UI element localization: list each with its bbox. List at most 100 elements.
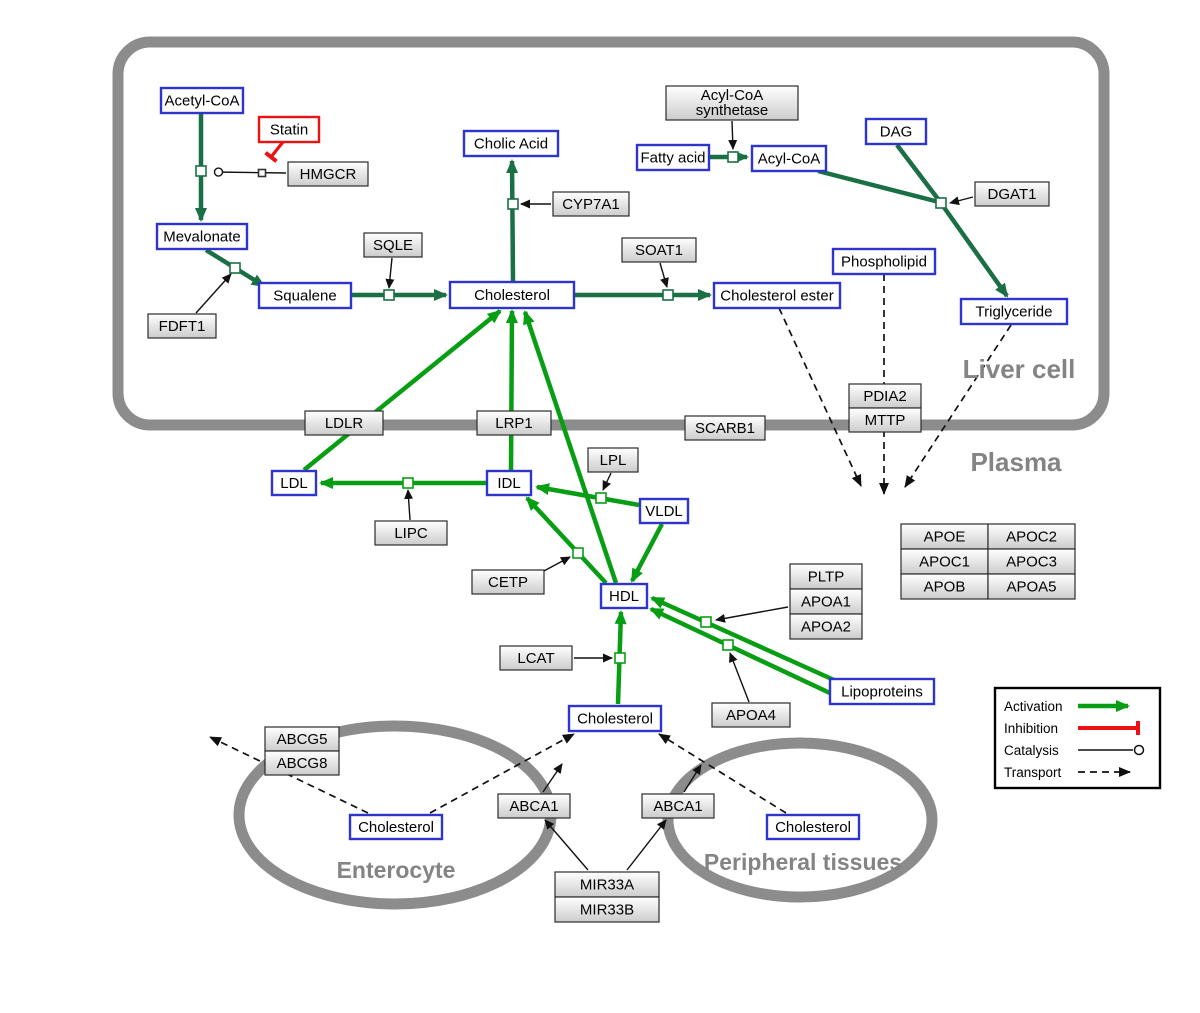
node-label: CETP: [488, 574, 528, 591]
enterocyte-label: Enterocyte: [337, 857, 456, 883]
edge-catalysis: [626, 819, 667, 871]
node-dag[interactable]: DAG: [864, 117, 928, 146]
reaction-node: [402, 477, 414, 489]
node-label: VLDL: [645, 503, 683, 520]
node-box: [257, 115, 321, 144]
node-hdl[interactable]: HDL: [599, 582, 649, 610]
node-box: [848, 407, 922, 433]
node-box: [712, 281, 842, 310]
node-acetyl-coa[interactable]: Acetyl-CoA: [159, 86, 245, 115]
node-box: [499, 645, 573, 671]
node-squalene[interactable]: Squalene: [257, 281, 353, 310]
reaction-node: [595, 492, 607, 504]
node-cholesterol-enterocyte[interactable]: Cholesterol: [348, 813, 444, 841]
node-box: [159, 86, 245, 115]
node-idl[interactable]: IDL: [485, 469, 533, 497]
node-cyp7a1[interactable]: CYP7A1: [552, 191, 630, 217]
node-lipoproteins[interactable]: Lipoproteins: [828, 677, 936, 706]
node-label: APOC1: [919, 554, 970, 571]
node-box: [363, 232, 423, 258]
node-ldlr[interactable]: LDLR: [304, 410, 384, 436]
node-cetp[interactable]: CETP: [471, 569, 545, 595]
node-scarb1[interactable]: SCARB1: [684, 415, 766, 441]
node-fatty-acid[interactable]: Fatty acid: [635, 143, 711, 172]
node-cholesterol-ester[interactable]: Cholesterol ester: [712, 281, 842, 310]
node-box: [900, 548, 989, 575]
node-box: [828, 677, 936, 706]
node-lcat[interactable]: LCAT: [499, 645, 573, 671]
node-hmgcr[interactable]: HMGCR: [287, 161, 369, 187]
node-box: [567, 704, 663, 733]
node-lpl[interactable]: LPL: [587, 447, 639, 473]
edge-transport: [658, 733, 787, 814]
node-lrp1[interactable]: LRP1: [476, 410, 552, 436]
node-label: MTTP: [865, 412, 906, 429]
edge-catalysis: [541, 556, 571, 573]
edge-catalysis: [949, 196, 974, 206]
reaction-node: [727, 151, 739, 163]
legend-activation-label: Activation: [1004, 699, 1063, 714]
edge-activation: [895, 143, 940, 201]
node-phospholipid[interactable]: Phospholipid: [831, 247, 937, 276]
node-label: ABCG8: [277, 755, 328, 772]
node-box: [641, 793, 715, 819]
node-label: synthetase: [696, 102, 769, 119]
legend-transport-label: Transport: [1004, 765, 1062, 780]
node-label: FDFT1: [159, 318, 206, 335]
node-box: [750, 144, 828, 173]
node-cholic-acid[interactable]: Cholic Acid: [462, 129, 560, 158]
node-box: [987, 523, 1076, 550]
edge-transport: [904, 324, 1012, 488]
node-cholesterol-peripheral[interactable]: Cholesterol: [765, 813, 861, 841]
node-cholesterol-plasma[interactable]: Cholesterol: [567, 704, 663, 733]
node-apoa4[interactable]: APOA4: [711, 702, 791, 728]
node-box: [987, 548, 1076, 575]
node-label: HDL: [609, 588, 639, 605]
node-label: LCAT: [517, 650, 554, 667]
edge-catalysis: [602, 472, 612, 491]
node-label: Cholic Acid: [474, 136, 548, 153]
node-label: Acyl-CoA: [701, 87, 764, 104]
node-box: [621, 237, 697, 263]
node-ldl[interactable]: LDL: [270, 469, 318, 497]
edge-activation: [506, 159, 519, 282]
node-mevalonate[interactable]: Mevalonate: [155, 222, 249, 251]
node-label: CYP7A1: [562, 196, 620, 213]
node-abca1-peripheral[interactable]: ABCA1: [641, 793, 715, 819]
edge-catalysis: [404, 489, 414, 521]
node-statin[interactable]: Statin: [257, 115, 321, 144]
node-lipc[interactable]: LIPC: [374, 520, 448, 546]
node-box: [497, 793, 571, 819]
node-label: LPL: [600, 452, 627, 469]
node-dgat1[interactable]: DGAT1: [974, 181, 1050, 207]
node-box: [789, 613, 863, 640]
node-soat1[interactable]: SOAT1: [621, 237, 697, 263]
node-box: [348, 813, 444, 841]
node-label: LRP1: [495, 415, 533, 432]
node-acyl-coa[interactable]: Acyl-CoA: [750, 144, 828, 173]
node-label: PDIA2: [863, 388, 906, 405]
node-cholesterol-liver[interactable]: Cholesterol: [448, 280, 576, 310]
node-abca1-enterocyte[interactable]: ABCA1: [497, 793, 571, 819]
node-label: LIPC: [394, 525, 428, 542]
node-fdft1[interactable]: FDFT1: [147, 313, 217, 339]
node-box: [864, 117, 928, 146]
edge-activation: [525, 496, 608, 585]
edge-catalysis: [715, 606, 789, 623]
node-vldl[interactable]: VLDL: [638, 497, 690, 525]
node-sqle[interactable]: SQLE: [363, 232, 423, 258]
node-box: [257, 281, 353, 310]
node-label: APOE: [924, 529, 966, 546]
node-label: Mevalonate: [163, 229, 241, 246]
node-label: MIR33B: [580, 902, 634, 919]
node-label: Cholesterol: [775, 819, 851, 836]
node-triglyceride[interactable]: Triglyceride: [959, 297, 1069, 326]
node-label: ABCG5: [277, 731, 328, 748]
